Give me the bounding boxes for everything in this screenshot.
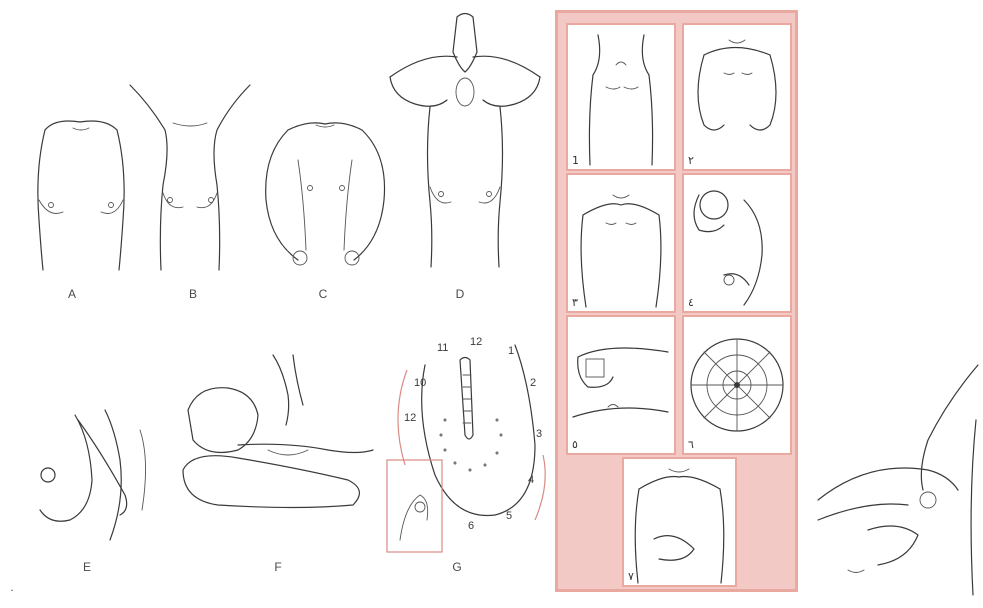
step-2-cell: ٢	[682, 23, 792, 171]
clock-dots	[440, 419, 502, 471]
figure-right-partial	[808, 360, 983, 600]
step-1-number: 1	[572, 154, 579, 167]
step-7-number: ٧	[628, 570, 634, 583]
step-7-cell: ٧	[622, 457, 737, 587]
step-5-drawing	[568, 317, 674, 453]
clock-number-2: 2	[530, 377, 536, 389]
clock-number-6: 6	[468, 520, 474, 532]
figure-right-drawing	[808, 360, 983, 600]
figure-b-torso	[125, 75, 255, 275]
clock-number-4: 4	[528, 474, 534, 486]
figure-d-label: D	[450, 287, 470, 301]
clock-number-12b: 12	[404, 412, 416, 424]
step-1-drawing	[568, 25, 674, 169]
figure-e-drawing	[30, 400, 160, 550]
figure-e-side-view	[30, 400, 160, 550]
step-6-number: ٦	[688, 438, 694, 451]
step-4-number: ٤	[688, 296, 694, 309]
step-7-drawing	[624, 459, 735, 585]
figure-f-label: F	[268, 560, 288, 574]
step-4-drawing	[684, 175, 790, 311]
clock-number-1: 1	[508, 345, 514, 357]
figure-a-torso	[25, 100, 135, 275]
figure-g-label: G	[447, 560, 467, 574]
figure-b-drawing	[125, 75, 255, 275]
figure-d-torso	[385, 12, 545, 277]
figure-a-drawing	[25, 100, 135, 275]
self-exam-steps-panel: 1 ٢ ٣	[555, 10, 798, 592]
clock-number-12: 12	[470, 336, 482, 348]
step-5-number: ٥	[572, 438, 578, 451]
clock-number-5: 5	[506, 510, 512, 522]
step-6-drawing	[684, 317, 790, 453]
step-2-drawing	[684, 25, 790, 169]
figure-c-torso	[258, 100, 393, 280]
clock-number-11: 11	[437, 342, 448, 354]
figure-f-drawing	[178, 350, 378, 530]
step-3-cell: ٣	[566, 173, 676, 313]
step-4-cell: ٤	[682, 173, 792, 313]
figure-e-label: E	[77, 560, 97, 574]
clock-number-3: 3	[536, 428, 542, 440]
corner-dot: .	[2, 580, 22, 594]
step-2-number: ٢	[688, 154, 694, 167]
figure-f-lying-exam	[178, 350, 378, 530]
figure-c-label: C	[313, 287, 333, 301]
figure-d-drawing	[385, 12, 545, 277]
clock-number-10: 10	[414, 377, 426, 389]
step-3-number: ٣	[572, 296, 578, 309]
figure-a-label: A	[62, 287, 82, 301]
step-3-drawing	[568, 175, 674, 311]
step-5-cell: ٥	[566, 315, 676, 455]
step-6-cell: ٦	[682, 315, 792, 455]
figure-c-drawing	[258, 100, 393, 280]
step-1-cell: 1	[566, 23, 676, 171]
figure-b-label: B	[183, 287, 203, 301]
